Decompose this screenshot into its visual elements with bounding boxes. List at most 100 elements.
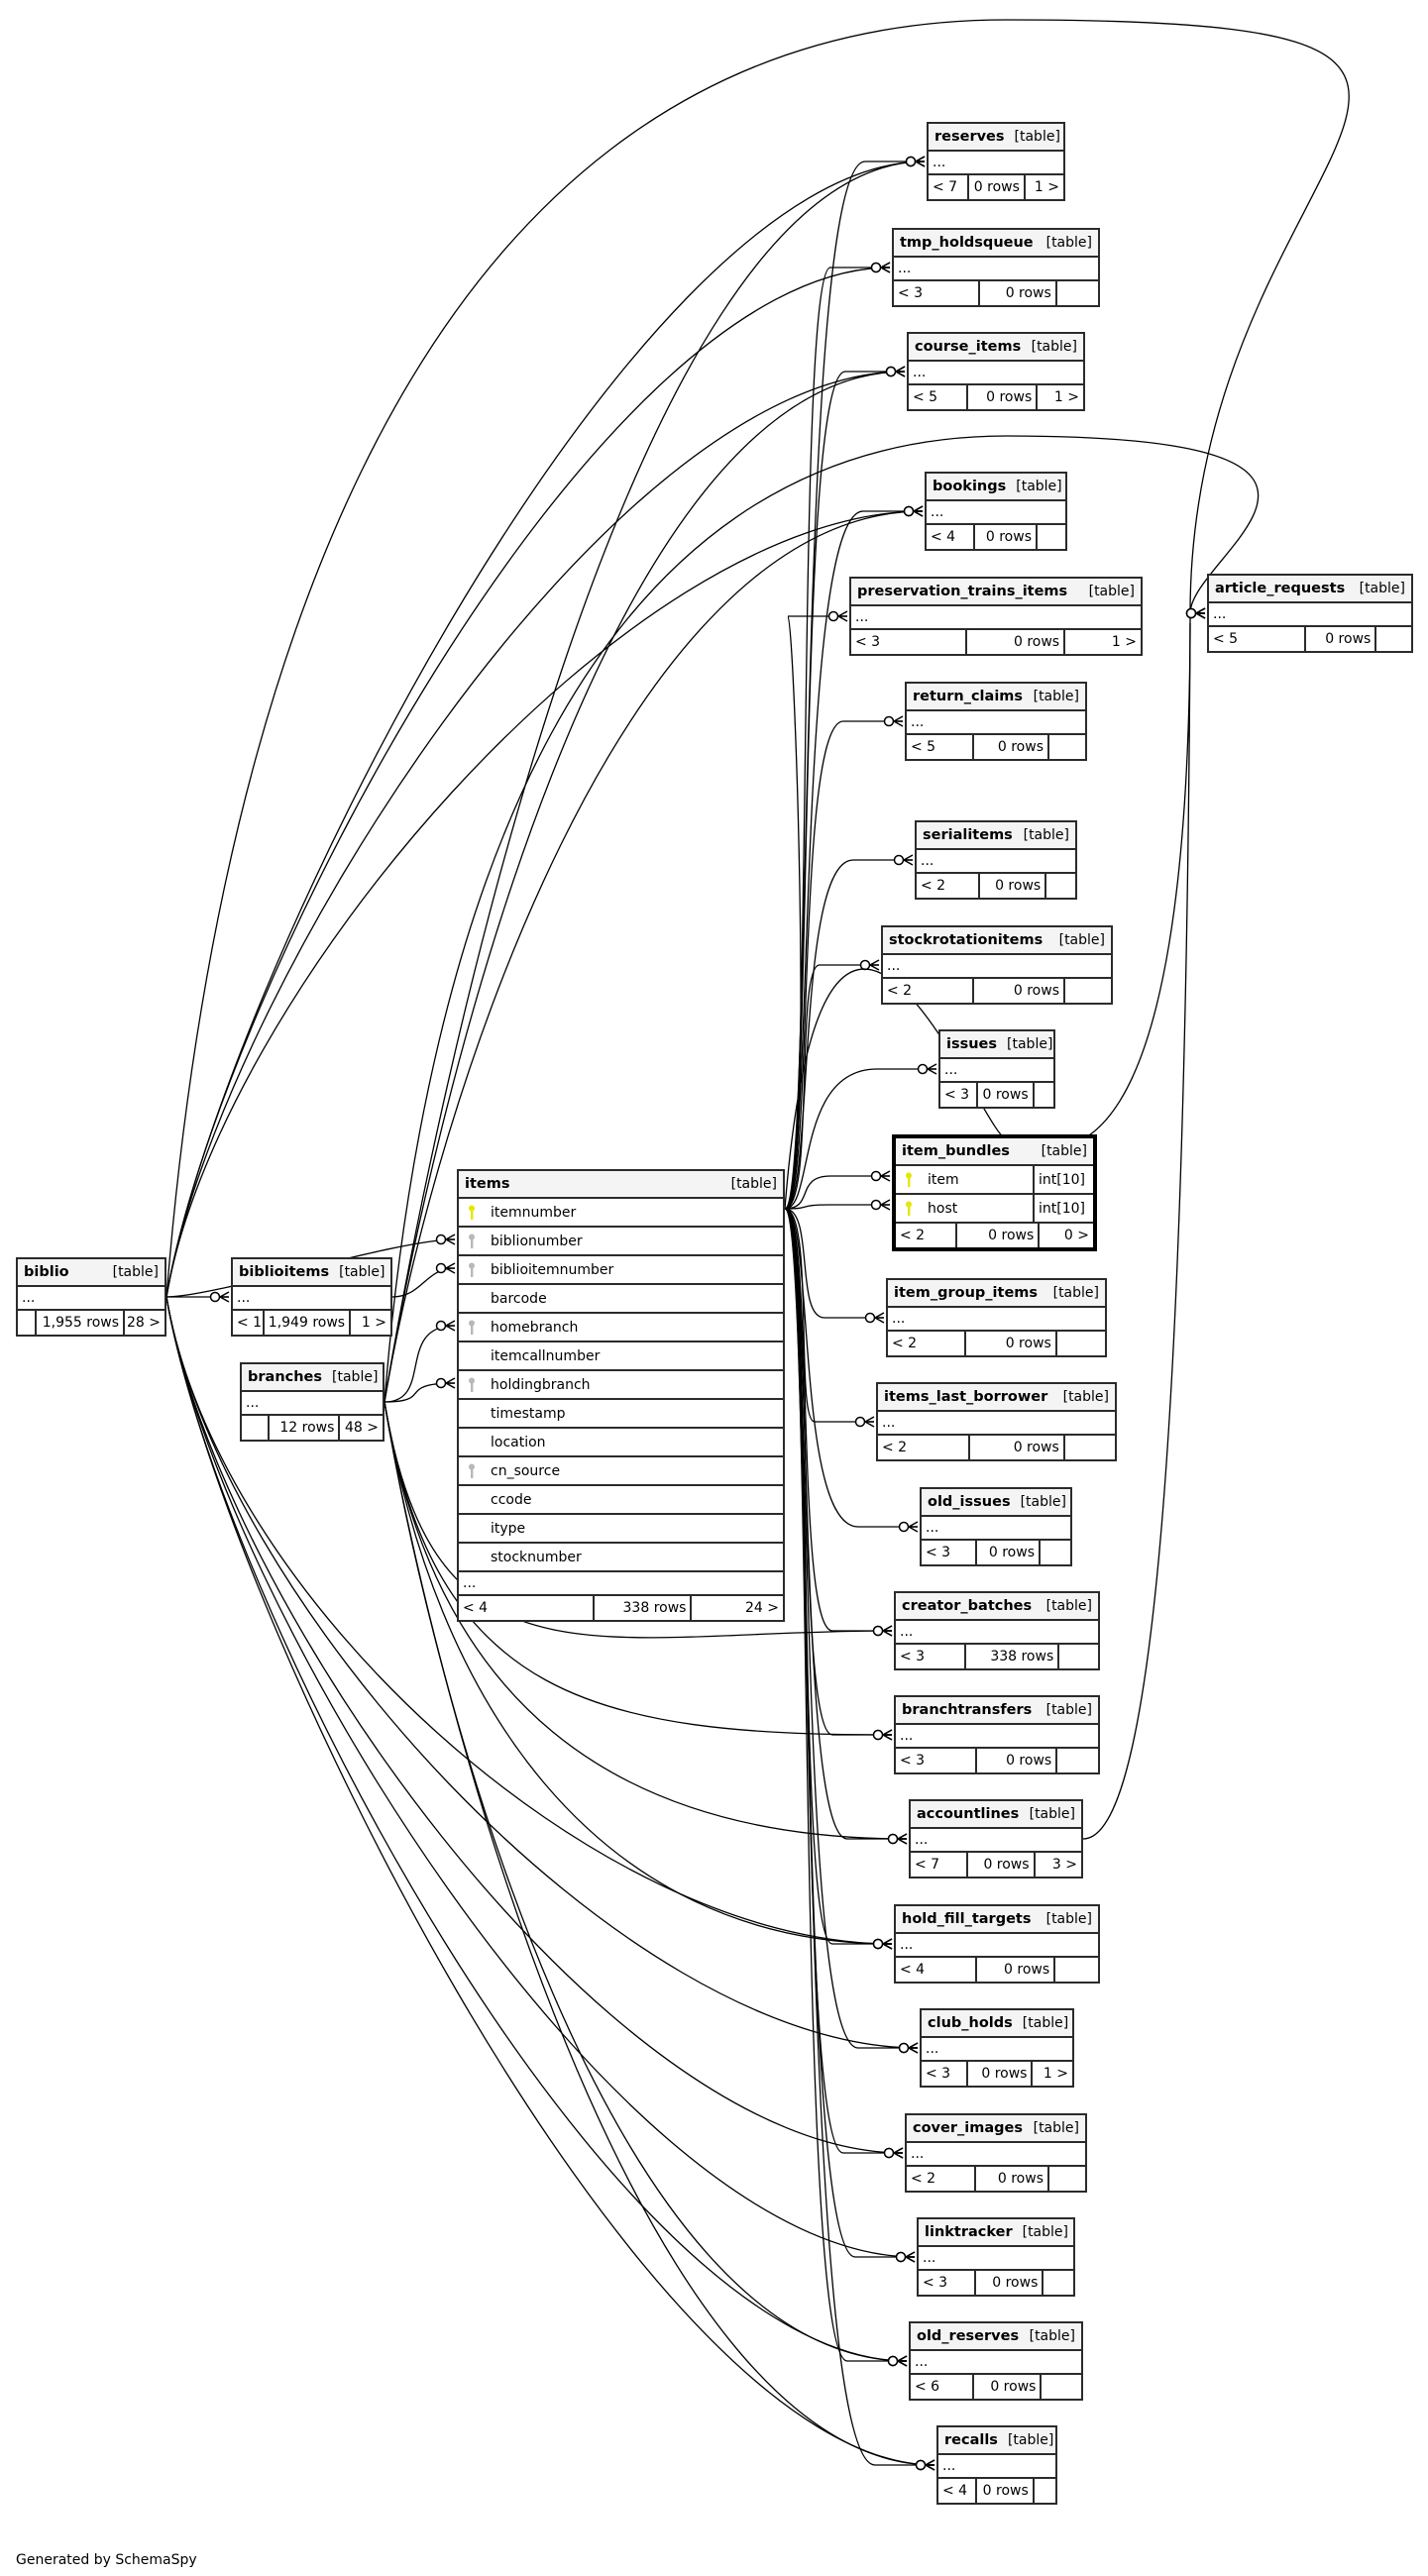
parents-count[interactable]: < 3 [851,630,967,654]
children-count[interactable] [1042,2375,1081,2399]
children-count[interactable] [1055,1958,1098,1982]
more-columns[interactable]: ... [888,1308,1105,1332]
column-row[interactable]: itype [459,1515,783,1544]
more-columns[interactable]: ... [233,1287,390,1311]
more-columns[interactable]: ... [894,258,1098,281]
parents-count[interactable]: < 1 [233,1311,265,1335]
children-count[interactable] [1065,1436,1115,1459]
children-count[interactable]: 1 > [1053,389,1079,405]
table-name[interactable]: item_group_items [894,1284,1039,1301]
children-count[interactable]: 1 > [1111,634,1137,650]
parents-count[interactable]: < 4 [927,525,975,549]
table-header[interactable]: stockrotationitems[table] [883,927,1111,955]
parents-count[interactable]: < 2 [907,2167,977,2191]
table-name[interactable]: creator_batches [902,1597,1033,1614]
table-name[interactable]: recalls [944,2431,998,2448]
column-row[interactable]: cn_source [459,1457,783,1486]
table-header[interactable]: biblioitems[table] [233,1259,390,1287]
table-name[interactable]: biblio [24,1263,69,1280]
table-header[interactable]: old_reserves[table] [911,2323,1081,2351]
table-header[interactable]: return_claims[table] [907,684,1085,711]
table-header[interactable]: article_requests[table] [1209,576,1411,603]
parents-count[interactable]: < 2 [878,1436,971,1459]
more-columns[interactable]: ... [922,1517,1070,1541]
column-row[interactable]: biblioitemnumber [459,1256,783,1285]
parents-count[interactable]: < 4 [938,2479,977,2503]
more-columns[interactable]: ... [927,501,1065,525]
table-name[interactable]: item_bundles [902,1142,1010,1159]
column-row[interactable]: timestamp [459,1400,783,1429]
more-columns[interactable]: ... [878,1412,1115,1436]
parents-count[interactable]: < 3 [922,1541,977,1564]
table-name[interactable]: return_claims [913,688,1024,704]
table-header[interactable]: hold_fill_targets[table] [896,1906,1098,1934]
table-name[interactable]: tmp_holdsqueue [900,234,1034,251]
column-row[interactable]: stocknumber [459,1544,783,1572]
parents-count[interactable] [18,1311,38,1335]
parents-count[interactable]: < 7 [929,175,969,199]
table-name[interactable]: branches [248,1368,323,1385]
children-count[interactable]: 1 > [1043,2066,1068,2082]
children-count[interactable]: 1 > [1034,179,1059,195]
more-columns[interactable]: ... [911,1829,1081,1853]
children-count[interactable] [1049,735,1085,759]
more-columns[interactable]: ... [851,606,1141,630]
parents-count[interactable]: < 6 [911,2375,974,2399]
parents-count[interactable]: < 3 [919,2271,976,2295]
more-columns[interactable]: ... [909,362,1083,385]
table-name[interactable]: items [465,1175,510,1192]
parents-count[interactable]: < 2 [917,874,980,898]
children-count[interactable] [1035,1083,1053,1107]
children-count[interactable] [1046,874,1075,898]
column-row[interactable]: holdingbranch [459,1371,783,1400]
children-count[interactable] [1035,2479,1055,2503]
table-name[interactable]: bookings [933,478,1007,494]
more-columns[interactable]: ... [919,2247,1073,2271]
children-count[interactable]: 48 > [345,1420,379,1436]
parents-count[interactable]: < 3 [896,1749,977,1772]
table-header[interactable]: cover_images[table] [907,2115,1085,2143]
parents-count[interactable] [242,1416,271,1440]
more-columns[interactable]: ... [940,1059,1053,1083]
table-header[interactable]: reserves[table] [929,124,1063,152]
table-name[interactable]: preservation_trains_items [857,583,1068,599]
table-header[interactable]: branches[table] [242,1364,383,1392]
table-name[interactable]: biblioitems [239,1263,330,1280]
table-header[interactable]: old_issues[table] [922,1489,1070,1517]
table-name[interactable]: hold_fill_targets [902,1910,1032,1927]
table-name[interactable]: stockrotationitems [889,931,1044,948]
more-columns[interactable]: ... [907,2143,1085,2167]
table-header[interactable]: bookings[table] [927,474,1065,501]
children-count[interactable]: 28 > [127,1315,161,1331]
more-columns[interactable]: ... [917,850,1075,874]
children-count[interactable] [1044,2271,1073,2295]
table-header[interactable]: creator_batches[table] [896,1593,1098,1621]
more-columns[interactable]: ... [896,1934,1098,1958]
table-name[interactable]: items_last_borrower [884,1388,1048,1405]
children-count[interactable] [1057,1749,1098,1772]
more-columns[interactable]: ... [883,955,1111,979]
table-name[interactable]: linktracker [925,2223,1013,2240]
table-name[interactable]: serialitems [923,826,1013,843]
parents-count[interactable]: < 5 [909,385,968,409]
table-header[interactable]: accountlines[table] [911,1801,1081,1829]
more-columns[interactable]: ... [18,1287,165,1311]
more-columns[interactable]: ... [938,2455,1055,2479]
table-header[interactable]: recalls[table] [938,2427,1055,2455]
